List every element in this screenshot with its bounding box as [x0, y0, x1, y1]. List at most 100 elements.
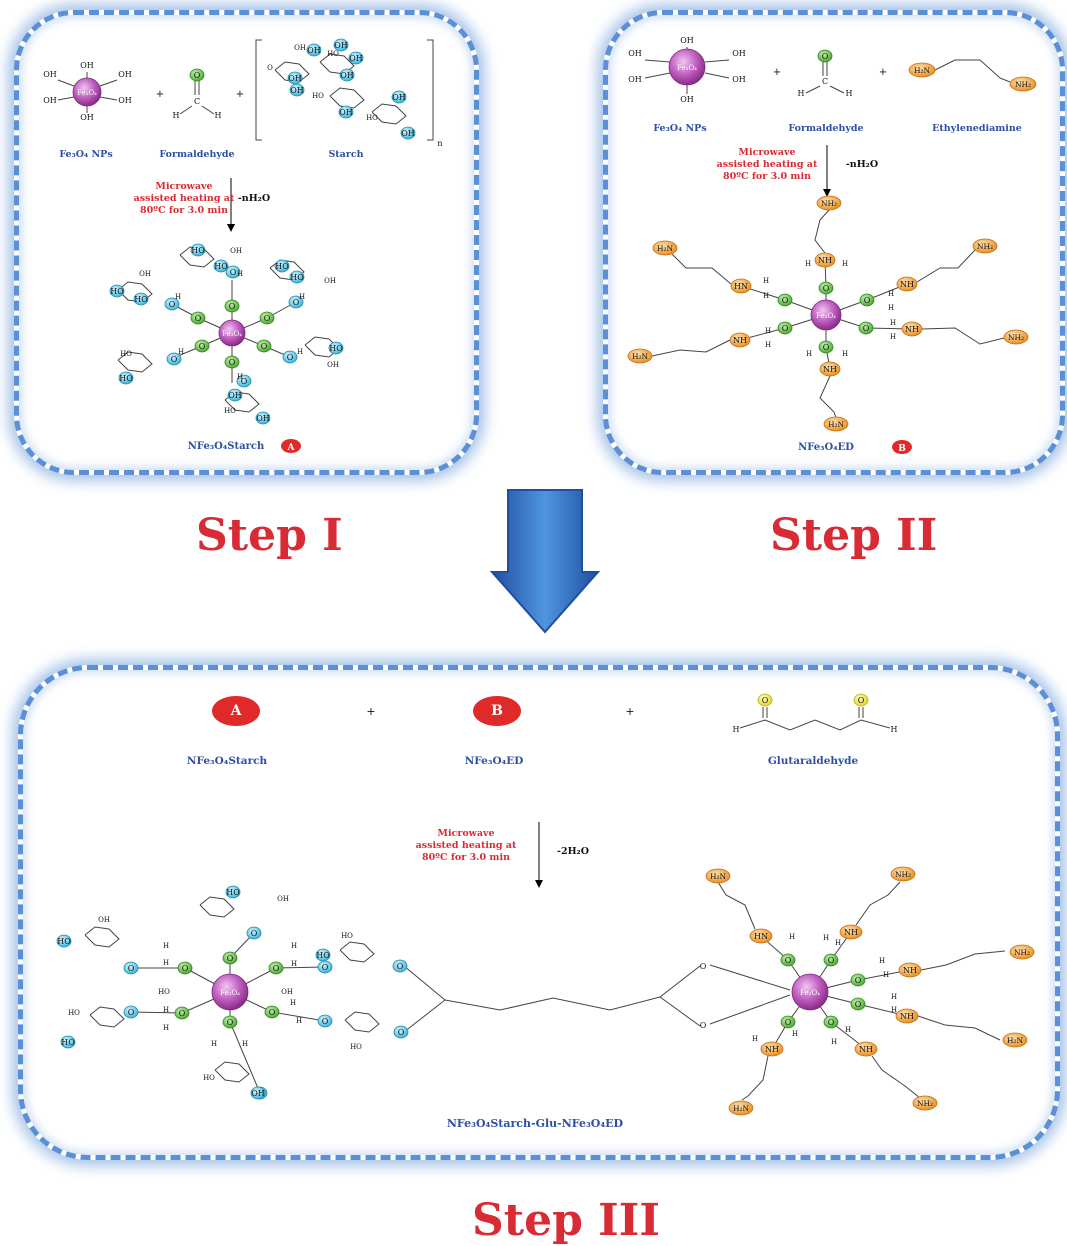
hydroxyl-cyan-ball: [166, 352, 182, 366]
atom-label: OH: [340, 71, 354, 80]
bond-line: [57, 96, 75, 101]
amine-orange-ball: [705, 868, 731, 884]
atom-label: H: [290, 999, 296, 1007]
oxygen-green-ball: [222, 1015, 238, 1029]
atom-label: O: [169, 300, 176, 309]
atom-label: HO: [57, 937, 71, 946]
chain-line: [921, 327, 1005, 345]
sugar-ring: [371, 103, 407, 125]
atom-label: H: [237, 270, 243, 278]
oxygen-green-ball: [194, 339, 210, 353]
atom-label: HO: [316, 951, 330, 960]
atom-label: +: [879, 67, 887, 78]
atom-label: O: [273, 964, 280, 973]
atom-label: H: [211, 1040, 217, 1048]
atom-label: OH: [327, 361, 339, 369]
atom-label: H: [890, 319, 896, 327]
atom-label: H: [175, 293, 181, 301]
atom-label: HO: [214, 262, 228, 271]
sugar-ring: [339, 941, 375, 963]
condition-text: 80ºC for 3.0 min: [140, 205, 228, 216]
byproduct-text: -2H₂O: [557, 846, 589, 857]
atom-label: H: [846, 89, 853, 98]
atom-label: O: [264, 314, 271, 323]
chain-line: [917, 1015, 1001, 1041]
chain-line: [871, 1055, 921, 1099]
oxygen-green-ball: [222, 951, 238, 965]
atom-label: NH: [733, 336, 747, 345]
atom-label: O: [700, 1021, 707, 1030]
atom-label: O: [762, 696, 769, 705]
atom-label: OH: [43, 70, 57, 79]
reactant-label: Fe₃O₄ NPs: [653, 123, 706, 134]
hydroxyl-cyan-ball: [236, 374, 252, 388]
oxygen-green-ball: [259, 311, 275, 325]
atom-label: OH: [139, 270, 151, 278]
atom-label: O: [828, 1018, 835, 1027]
atom-label: H₂N: [733, 1104, 750, 1113]
atom-label: H: [789, 933, 795, 941]
atom-label: O: [700, 962, 707, 971]
sugar-ring: [199, 896, 235, 918]
atom-label: O: [229, 358, 236, 367]
badge-letter: A: [230, 703, 243, 719]
sugar-ring: [179, 246, 215, 268]
bond-line: [99, 79, 118, 87]
fe3o4-core-sphere: [791, 973, 829, 1011]
atom-label: NH: [900, 280, 914, 289]
atom-label: OH: [732, 75, 746, 84]
big-down-arrow-icon: [489, 489, 601, 634]
hydroxyl-cyan-ball: [317, 1014, 333, 1028]
chain-line: [916, 249, 976, 283]
condition-text: assisted heating at: [416, 840, 517, 851]
amine-orange-ball: [749, 928, 773, 944]
atom-label: H: [733, 725, 740, 734]
oxygen-green-ball: [256, 339, 272, 353]
atom-label: H: [296, 1017, 302, 1025]
atom-label: OH: [256, 414, 270, 423]
atom-label: H: [845, 1026, 851, 1034]
aldehyde-yellow-ball: [853, 693, 869, 707]
hydroxyl-cyan-ball: [213, 259, 229, 273]
atom-label: H: [888, 304, 894, 312]
sugar-ring: [214, 1061, 250, 1083]
badge-letter: A: [287, 443, 296, 453]
atom-label: H: [891, 1006, 897, 1014]
reactant-label: Starch: [328, 149, 363, 160]
atom-label: OH: [334, 41, 348, 50]
atom-label: HO: [68, 1009, 80, 1017]
atom-label: O: [194, 71, 201, 80]
core-label: Fe₃O₄: [816, 312, 836, 320]
atom-label: O: [251, 929, 258, 938]
bond-line: [704, 72, 730, 79]
atom-label: O: [398, 1028, 405, 1037]
atom-label: O: [182, 964, 189, 973]
hydroxyl-cyan-ball: [288, 295, 304, 309]
sugar-ring: [84, 926, 120, 948]
hydroxyl-cyan-ball: [225, 885, 241, 899]
atom-label: OH: [288, 74, 302, 83]
atom-label: H: [242, 1040, 248, 1048]
atom-label: H: [806, 350, 812, 358]
atom-label: +: [236, 89, 244, 100]
chain-line: [741, 1055, 769, 1101]
atom-label: O: [858, 696, 865, 705]
atom-label: O: [230, 268, 237, 277]
fe3o4-core-sphere: [211, 973, 249, 1011]
atom-label: OH: [80, 113, 94, 122]
oxygen-green-ball: [817, 49, 833, 63]
atom-label: H: [291, 960, 297, 968]
atom-label: HO: [327, 50, 339, 58]
bracket: [255, 39, 262, 141]
hydroxyl-cyan-ball: [333, 38, 349, 52]
atom-label: NH₂: [895, 870, 911, 879]
atom-label: OH: [339, 108, 353, 117]
acetal-link: [403, 965, 446, 1033]
product-badge: [281, 439, 301, 453]
atom-label: H: [792, 1030, 798, 1038]
atom-label: OH: [80, 61, 94, 70]
atom-label: HO: [350, 1043, 362, 1051]
reactant-label: Formaldehyde: [159, 149, 234, 160]
amine-orange-ball: [760, 1041, 784, 1057]
